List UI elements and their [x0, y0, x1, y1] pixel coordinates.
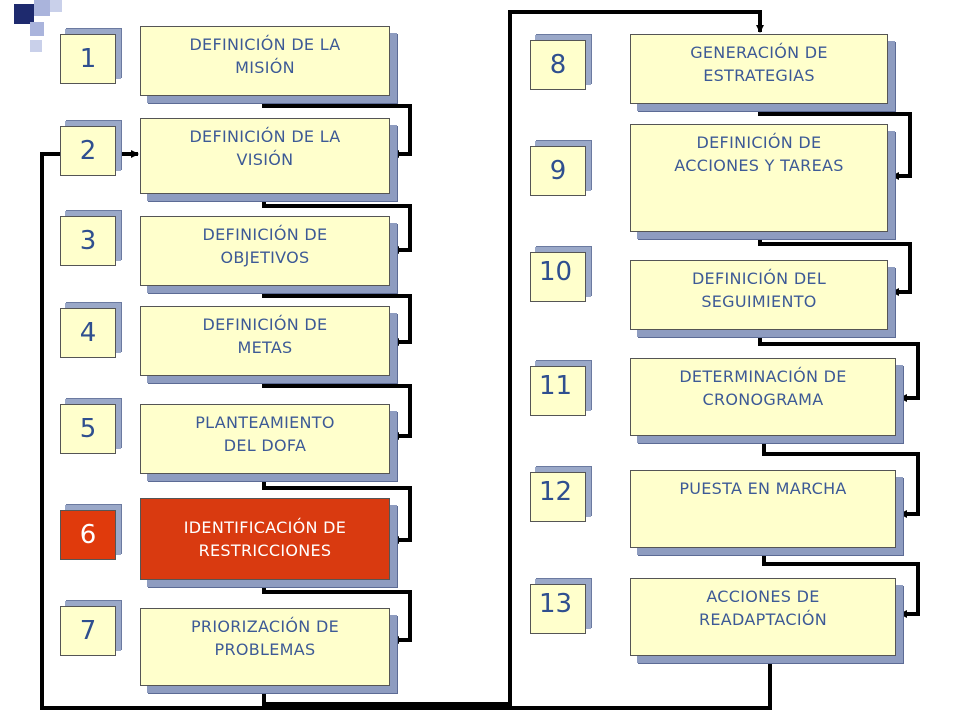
step-label-2: DEFINICIÓN DE LA VISIÓN: [189, 127, 341, 169]
step-box-11: DETERMINACIÓN DE CRONOGRAMA: [630, 358, 896, 436]
step-box-13: ACCIONES DE READAPTACIÓN: [630, 578, 896, 656]
step-number-6: 6: [60, 510, 116, 560]
connector-12-13: [762, 548, 920, 618]
step-number-8: 8: [530, 40, 586, 90]
connector-3-4: [262, 286, 412, 346]
step-label-10: DEFINICIÓN DEL SEGUIMIENTO: [691, 269, 827, 311]
step-label-11: DETERMINACIÓN DE CRONOGRAMA: [679, 367, 847, 409]
step-number-12: 12: [530, 472, 586, 522]
connector-1-2: [262, 96, 412, 158]
connector-4-5: [262, 376, 412, 440]
connector-2-3: [262, 194, 412, 254]
step-box-6: IDENTIFICACIÓN DE RESTRICCIONES: [140, 498, 390, 580]
step-number-7: 7: [60, 606, 116, 656]
connector-11-12: [762, 436, 920, 518]
step-label-8: GENERACIÓN DE ESTRATEGIAS: [690, 43, 828, 85]
step-box-12: PUESTA EN MARCHA: [630, 470, 896, 548]
step-label-3: DEFINICIÓN DE OBJETIVOS: [202, 225, 328, 267]
step-number-11: 11: [530, 366, 586, 416]
step-number-1: 1: [60, 34, 116, 84]
step-label-12: PUESTA EN MARCHA: [679, 479, 847, 498]
step-number-3: 3: [60, 216, 116, 266]
connector-10-11: [758, 330, 920, 402]
connector-7-8: [262, 10, 764, 706]
step-box-8: GENERACIÓN DE ESTRATEGIAS: [630, 34, 888, 104]
step-box-10: DEFINICIÓN DEL SEGUIMIENTO: [630, 260, 888, 330]
step-box-9: DEFINICIÓN DE ACCIONES Y TAREAS: [630, 124, 888, 232]
step-label-7: PRIORIZACIÓN DE PROBLEMAS: [190, 617, 339, 659]
step-box-2: DEFINICIÓN DE LA VISIÓN: [140, 118, 390, 194]
step-box-7: PRIORIZACIÓN DE PROBLEMAS: [140, 608, 390, 686]
step-label-9: DEFINICIÓN DE ACCIONES Y TAREAS: [674, 133, 844, 175]
step-number-2: 2: [60, 126, 116, 176]
connector-9-10: [758, 232, 912, 296]
step-label-1: DEFINICIÓN DE LA MISIÓN: [189, 35, 341, 77]
connector-8-9: [758, 104, 912, 180]
step-number-13: 13: [530, 584, 586, 634]
step-number-9: 9: [530, 146, 586, 196]
step-label-5: PLANTEAMIENTO DEL DOFA: [195, 413, 335, 455]
step-box-5: PLANTEAMIENTO DEL DOFA: [140, 404, 390, 474]
connector-5-6: [262, 474, 412, 544]
step-number-4: 4: [60, 308, 116, 358]
step-label-4: DEFINICIÓN DE METAS: [202, 315, 328, 357]
step-label-6: IDENTIFICACIÓN DE RESTRICCIONES: [183, 518, 347, 560]
step-box-1: DEFINICIÓN DE LA MISIÓN: [140, 26, 390, 96]
step-label-13: ACCIONES DE READAPTACIÓN: [698, 587, 828, 629]
step-box-3: DEFINICIÓN DE OBJETIVOS: [140, 216, 390, 286]
step-box-4: DEFINICIÓN DE METAS: [140, 306, 390, 376]
step-number-10: 10: [530, 252, 586, 302]
step-number-5: 5: [60, 404, 116, 454]
connector-6-7: [262, 580, 412, 644]
